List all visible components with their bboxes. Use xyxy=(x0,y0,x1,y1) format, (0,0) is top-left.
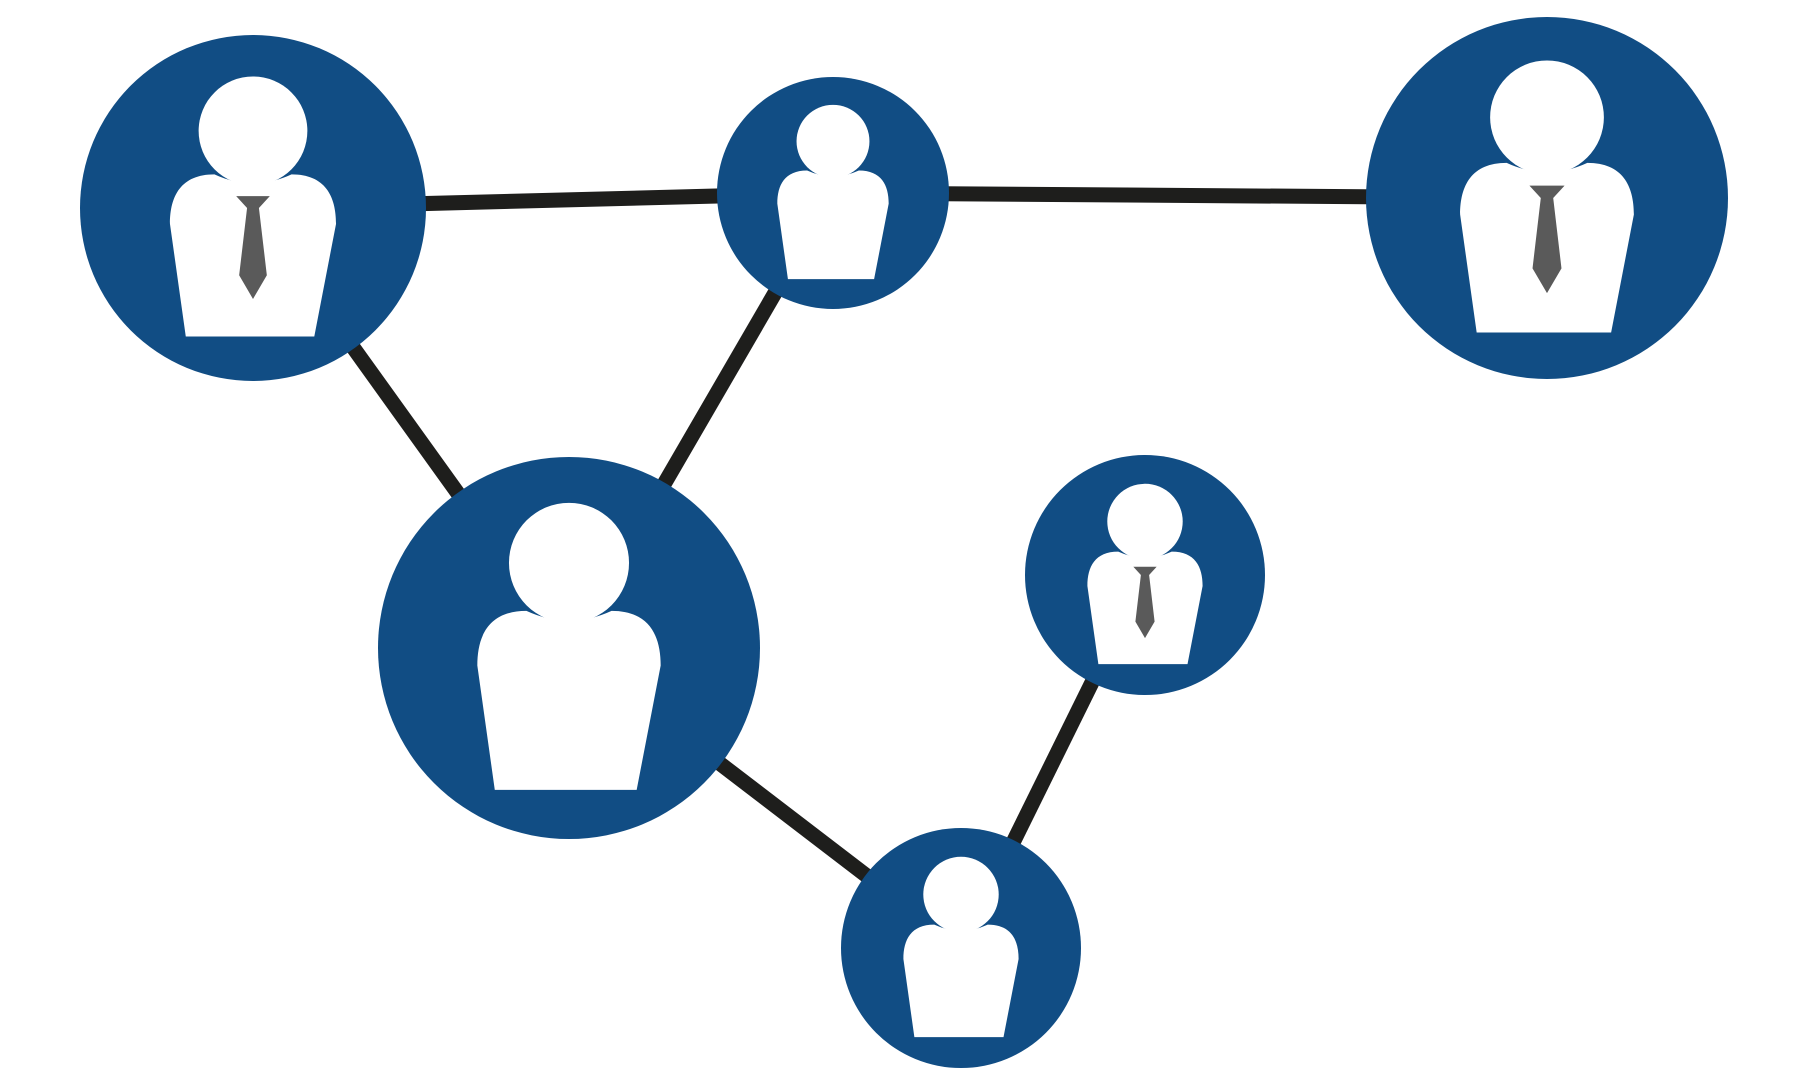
person-with-tie-icon xyxy=(1087,483,1203,665)
person-node-top-left xyxy=(80,35,426,381)
tie-shape xyxy=(1529,185,1565,294)
person-node-top-middle xyxy=(717,77,949,309)
node-layer xyxy=(80,17,1728,1068)
person-node-center xyxy=(378,457,760,839)
head-shape xyxy=(796,104,870,178)
head-shape xyxy=(1107,483,1183,560)
head-shape xyxy=(923,856,999,933)
head-shape xyxy=(508,502,630,623)
tie-shape xyxy=(1133,566,1157,639)
person-node-bottom xyxy=(841,828,1081,1068)
person-node-middle-right xyxy=(1025,455,1265,695)
body-shape xyxy=(903,924,1019,1038)
person-icon xyxy=(903,856,1019,1038)
body-shape xyxy=(477,610,661,790)
head-shape xyxy=(1490,60,1604,175)
person-icon xyxy=(477,502,661,790)
body-shape xyxy=(777,170,889,280)
person-with-tie-icon xyxy=(169,76,337,337)
person-with-tie-icon xyxy=(1460,60,1634,333)
person-icon xyxy=(777,104,889,280)
person-node-top-right xyxy=(1366,17,1728,379)
head-shape xyxy=(198,76,308,186)
tie-shape xyxy=(236,196,270,299)
